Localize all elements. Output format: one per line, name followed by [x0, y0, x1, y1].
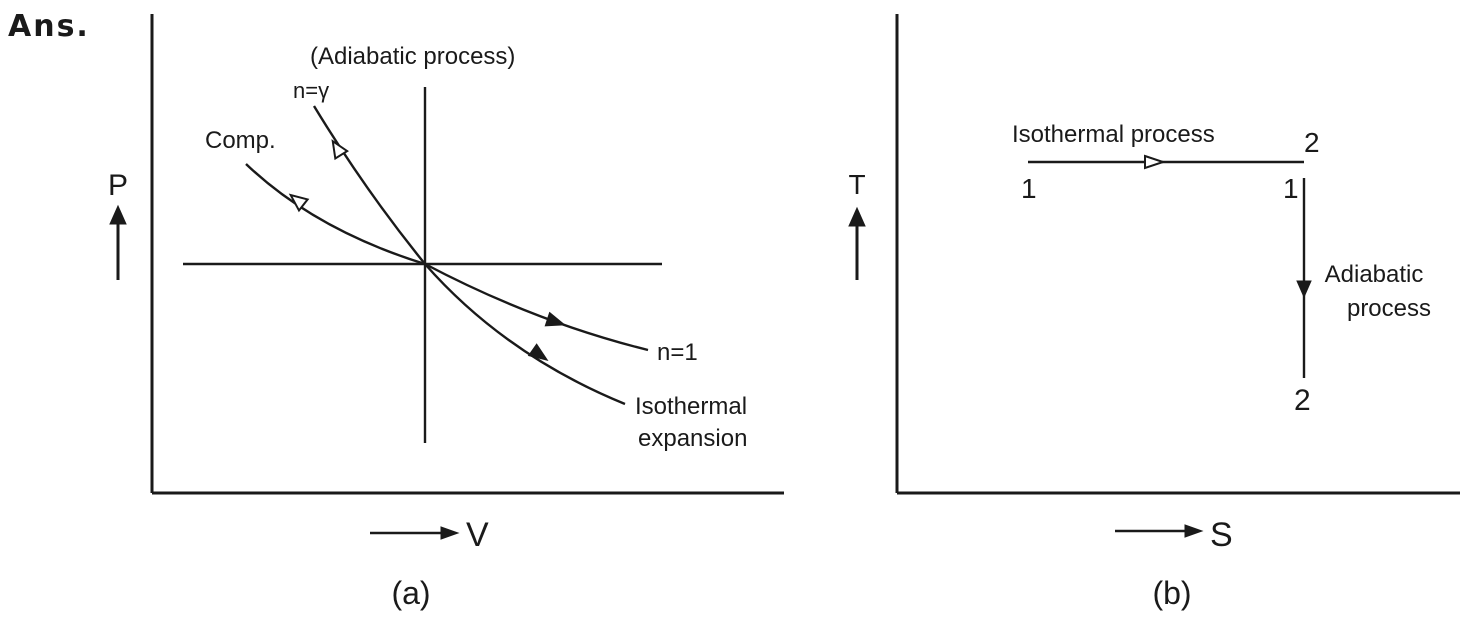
panel-a-pv-diagram: P V (Adiabatic process) n=γ Comp. n=1 Is…	[108, 14, 784, 611]
panel-a-caption: (a)	[391, 575, 430, 611]
isothermal-label: Isothermal	[635, 393, 747, 420]
adiabatic-compression-curve	[312, 105, 426, 265]
isothermal-expansion-curve-n1	[424, 262, 649, 352]
point-2-bottom-label: 2	[1294, 384, 1311, 417]
n-one-label: n=1	[657, 339, 698, 366]
t-axis-label: T	[848, 169, 865, 200]
arrowhead-compression-comp	[288, 193, 310, 213]
v-axis-label: V	[466, 516, 489, 554]
panel-b-caption: (b)	[1152, 575, 1191, 611]
p-axis-label: P	[108, 169, 128, 202]
s-axis-label: S	[1210, 516, 1233, 554]
adiabatic-process-label: (Adiabatic process)	[310, 43, 515, 70]
arrowhead-expansion-n1	[544, 311, 566, 327]
comp-label: Comp.	[205, 127, 276, 154]
p-axis-arrowhead	[109, 204, 127, 225]
adiabatic-label: Adiabatic	[1325, 261, 1424, 288]
point-2-end-label: 2	[1304, 127, 1320, 158]
answer-label: Ans.	[8, 9, 90, 44]
isothermal-process-arrowhead	[1144, 154, 1167, 170]
t-axis-arrowhead	[848, 206, 866, 227]
v-axis-arrowhead	[440, 526, 460, 540]
arrowhead-compression-ngamma	[331, 139, 350, 161]
s-axis-arrowhead	[1184, 524, 1204, 538]
expansion-label: expansion	[638, 425, 747, 452]
panel-b-ts-diagram: T S Isothermal process 1 2 1 Adiabatic p…	[848, 14, 1460, 611]
arrowhead-expansion-isothermal	[527, 343, 549, 361]
adiabatic-expansion-curve	[424, 263, 626, 406]
process-label: process	[1347, 295, 1431, 322]
adiabatic-process-arrowhead	[1296, 280, 1312, 299]
point-1-start-label: 1	[1021, 173, 1037, 204]
isothermal-compression-curve	[245, 163, 426, 266]
isothermal-process-label: Isothermal process	[1012, 121, 1215, 148]
point-1-top-label: 1	[1283, 173, 1299, 204]
n-gamma-label: n=γ	[293, 78, 329, 103]
